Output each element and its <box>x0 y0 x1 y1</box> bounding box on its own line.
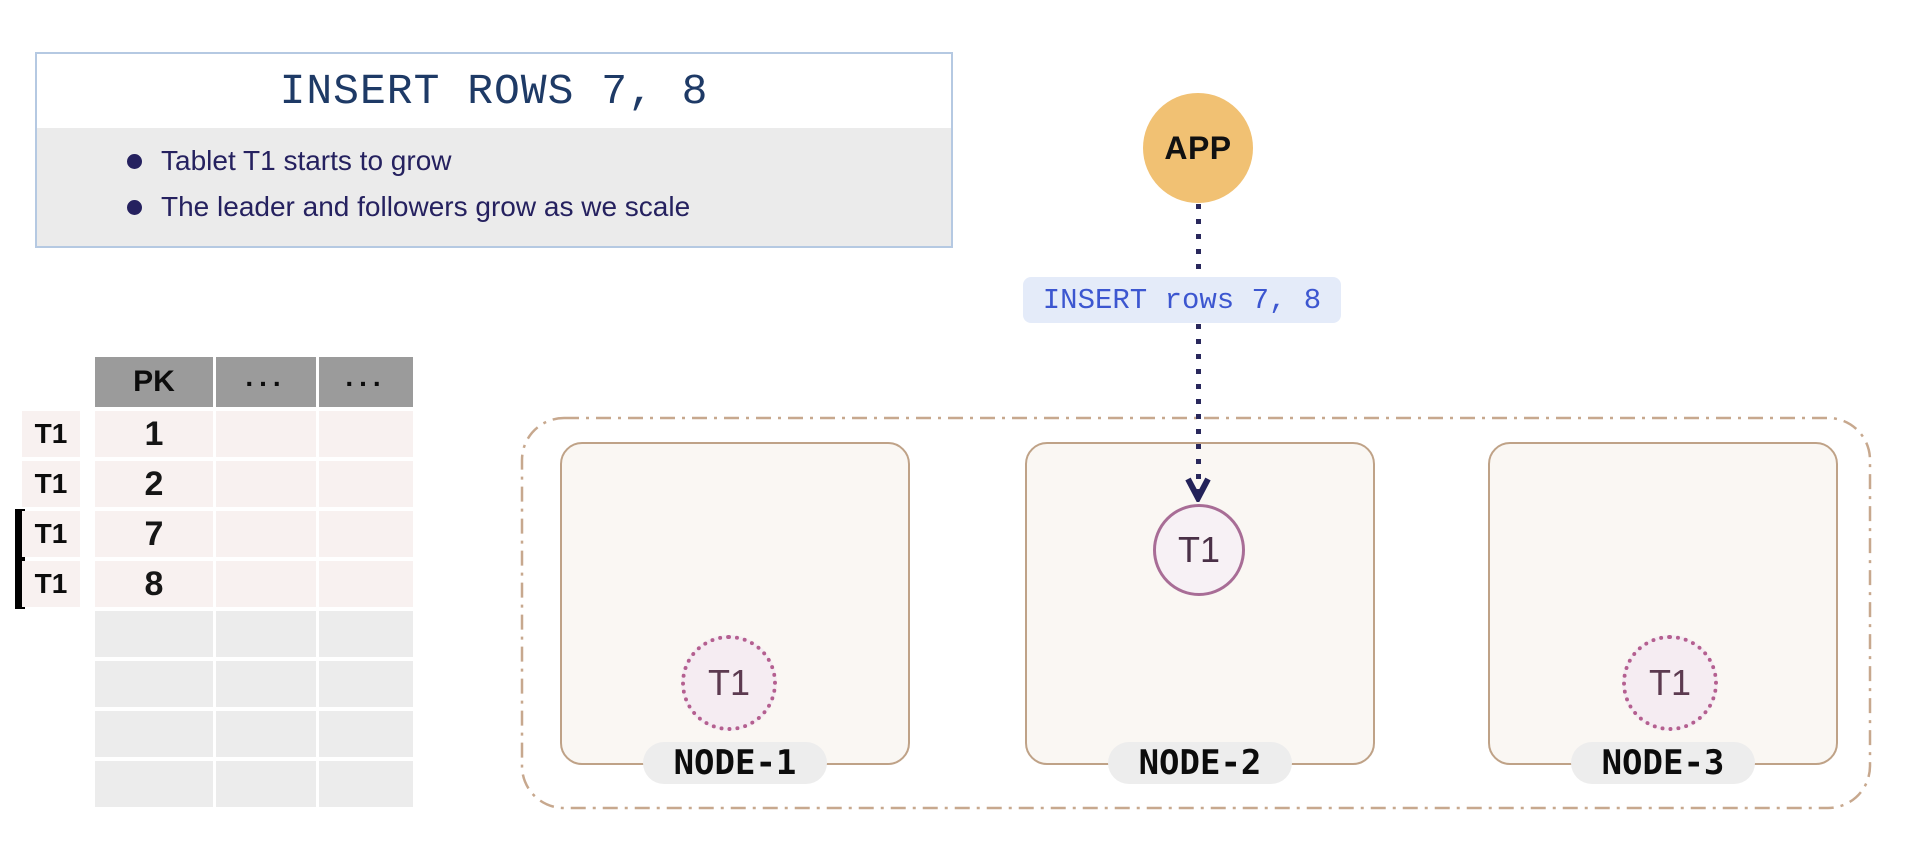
table-cell <box>216 511 316 557</box>
node-3-label: NODE-3 <box>1571 742 1755 784</box>
table-empty-cell <box>216 761 316 807</box>
table-empty-cell <box>319 761 413 807</box>
bullet-item: The leader and followers grow as we scal… <box>109 184 951 230</box>
table-cell <box>216 411 316 457</box>
table-header-ellipsis: ... <box>216 357 316 407</box>
new-row-marker <box>15 559 25 609</box>
bullet-item: Tablet T1 starts to grow <box>109 138 951 184</box>
table-header-ellipsis: ... <box>319 357 413 407</box>
tablet-label: T1 <box>707 662 750 703</box>
app-circle: APP <box>1143 93 1253 203</box>
info-box-body: Tablet T1 starts to grow The leader and … <box>37 128 951 246</box>
table-empty-cell <box>216 711 316 757</box>
bullet-list: Tablet T1 starts to grow The leader and … <box>109 138 951 230</box>
node-2-label: NODE-2 <box>1108 742 1292 784</box>
table-empty-cell <box>95 711 213 757</box>
new-row-marker <box>15 509 25 559</box>
tablet-t1-leader: T1 <box>1153 504 1245 596</box>
table-cell-pk: 2 <box>95 461 213 507</box>
insert-flow-line <box>1196 204 1201 494</box>
table-empty-cell <box>95 611 213 657</box>
table-row-tag: T1 <box>22 561 80 607</box>
tablet-t1-follower: T1 <box>681 635 777 731</box>
table-cell <box>216 561 316 607</box>
table-cell-pk: 7 <box>95 511 213 557</box>
tablet-label: T1 <box>1648 662 1691 703</box>
table-empty-cell <box>95 761 213 807</box>
table-cell-pk: 1 <box>95 411 213 457</box>
table-cell <box>216 461 316 507</box>
table-row-tag: T1 <box>22 511 80 557</box>
table-empty-cell <box>319 661 413 707</box>
table-row-tag: T1 <box>22 461 80 507</box>
arrowhead-icon <box>1185 477 1211 502</box>
table-empty-cell <box>319 611 413 657</box>
tablet-t1-follower: T1 <box>1622 635 1718 731</box>
node-1-box: T1 NODE-1 <box>560 442 910 784</box>
table-cell <box>319 511 413 557</box>
info-box-title: INSERT ROWS 7, 8 <box>37 54 951 128</box>
table-empty-cell <box>216 661 316 707</box>
insert-flow-label: INSERT rows 7, 8 <box>1023 277 1341 323</box>
table-empty-cell <box>95 661 213 707</box>
table-cell <box>319 561 413 607</box>
table-empty-cell <box>216 611 316 657</box>
pk-table: PK ... ... 1 2 7 8 <box>95 357 413 807</box>
table-cell <box>319 411 413 457</box>
table-cell-pk: 8 <box>95 561 213 607</box>
table-cell <box>319 461 413 507</box>
table-header-pk: PK <box>95 357 213 407</box>
node-1-label: NODE-1 <box>643 742 827 784</box>
table-row-tag: T1 <box>22 411 80 457</box>
table-empty-cell <box>319 711 413 757</box>
tablet-label: T1 <box>1177 529 1220 570</box>
info-box: INSERT ROWS 7, 8 Tablet T1 starts to gro… <box>35 52 953 248</box>
node-3-box: T1 NODE-3 <box>1488 442 1838 784</box>
